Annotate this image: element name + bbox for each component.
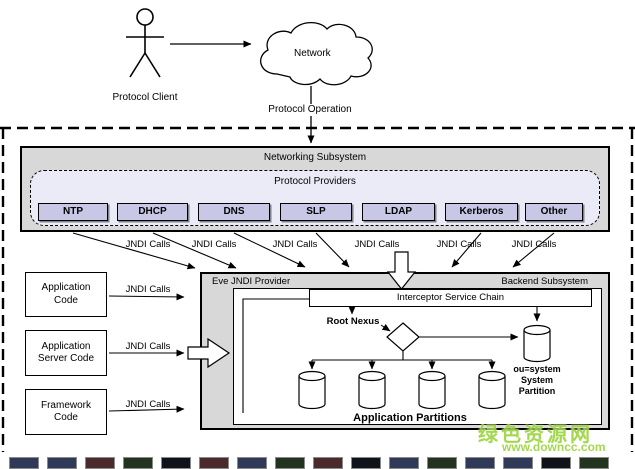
thumbnail[interactable] (427, 457, 457, 469)
provider-box-slp: SLP (280, 203, 352, 221)
jndi-calls-label: JNDI Calls (125, 341, 171, 352)
provider-box-kerberos: Kerberos (445, 203, 518, 221)
ldap-hollow-arrow (386, 251, 417, 290)
system-partition-cylinder (523, 324, 551, 363)
networking-subsystem-title: Networking Subsystem (263, 152, 367, 163)
application-partition-cylinders (298, 370, 506, 410)
jndi-calls-label: JNDI Calls (125, 239, 171, 250)
thumbnail[interactable] (161, 457, 191, 469)
protocol-operation-label: Protocol Operation (262, 104, 358, 116)
left-jndi-arrows (108, 293, 185, 413)
thumbnail[interactable] (199, 457, 229, 469)
thumbnail[interactable] (9, 457, 39, 469)
thumbnail[interactable] (389, 457, 419, 469)
thumbnail[interactable] (351, 457, 381, 469)
protocol-client-label: Protocol Client (112, 92, 178, 103)
thumbnail[interactable] (541, 457, 571, 469)
thumbnail[interactable] (503, 457, 533, 469)
stick-figure-person (126, 8, 164, 78)
thumbnail[interactable] (275, 457, 305, 469)
application-server-code-box: Application Server Code (25, 330, 107, 376)
jndi-calls-label: JNDI Calls (354, 239, 400, 250)
provider-box-ntp: NTP (38, 203, 108, 221)
thumbnail[interactable] (579, 457, 609, 469)
thumbnail[interactable] (85, 457, 115, 469)
system-partition-label: ou=system System Partition (513, 364, 561, 396)
backend-subsystem-title: Backend Subsystem (501, 276, 588, 287)
application-code-box: Application Code (25, 272, 107, 317)
jndi-calls-label: JNDI Calls (272, 239, 318, 250)
thumbnail[interactable] (123, 457, 153, 469)
provider-box-dns: DNS (198, 203, 270, 221)
thumbnail[interactable] (313, 457, 343, 469)
application-partitions-label: Application Partitions (353, 412, 467, 424)
jndi-calls-label: JNDI Calls (125, 284, 171, 295)
thumbnail[interactable] (47, 457, 77, 469)
rootnexus-to-diamond-arrow (380, 323, 391, 332)
interceptor-connector-line (242, 298, 309, 413)
provider-box-other: Other (525, 203, 583, 221)
thumbnail[interactable] (237, 457, 267, 469)
jndi-calls-label: JNDI Calls (125, 399, 171, 410)
watermark-site-url: www.downcc.com (502, 440, 606, 454)
provider-box-dhcp: DHCP (117, 203, 188, 221)
jndi-call-arrows (72, 232, 555, 270)
partition-distribution-lines (308, 351, 496, 370)
merged-jndi-hollow-arrow (187, 337, 231, 369)
root-nexus-label: Root Nexus (326, 316, 380, 327)
interceptor-service-chain-box: Interceptor Service Chain (309, 289, 592, 307)
thumbnail-strip (0, 457, 635, 469)
thumbnail[interactable] (465, 457, 495, 469)
watermark-site-name: 绿色资源网 (478, 424, 593, 446)
framework-code-box: Framework Code (25, 389, 107, 435)
protocol-providers-title: Protocol Providers (274, 176, 356, 187)
eve-jndi-provider-title: Eve JNDI Provider (212, 276, 291, 287)
network-cloud (260, 22, 373, 86)
provider-box-ldap: LDAP (362, 203, 435, 221)
network-label: Network (294, 48, 331, 59)
jndi-calls-label: JNDI Calls (436, 239, 482, 250)
jndi-calls-label: JNDI Calls (191, 239, 237, 250)
jndi-calls-label: JNDI Calls (511, 239, 557, 250)
system-boundary-dashed-line (0, 126, 635, 452)
root-nexus-diamond (386, 322, 420, 352)
